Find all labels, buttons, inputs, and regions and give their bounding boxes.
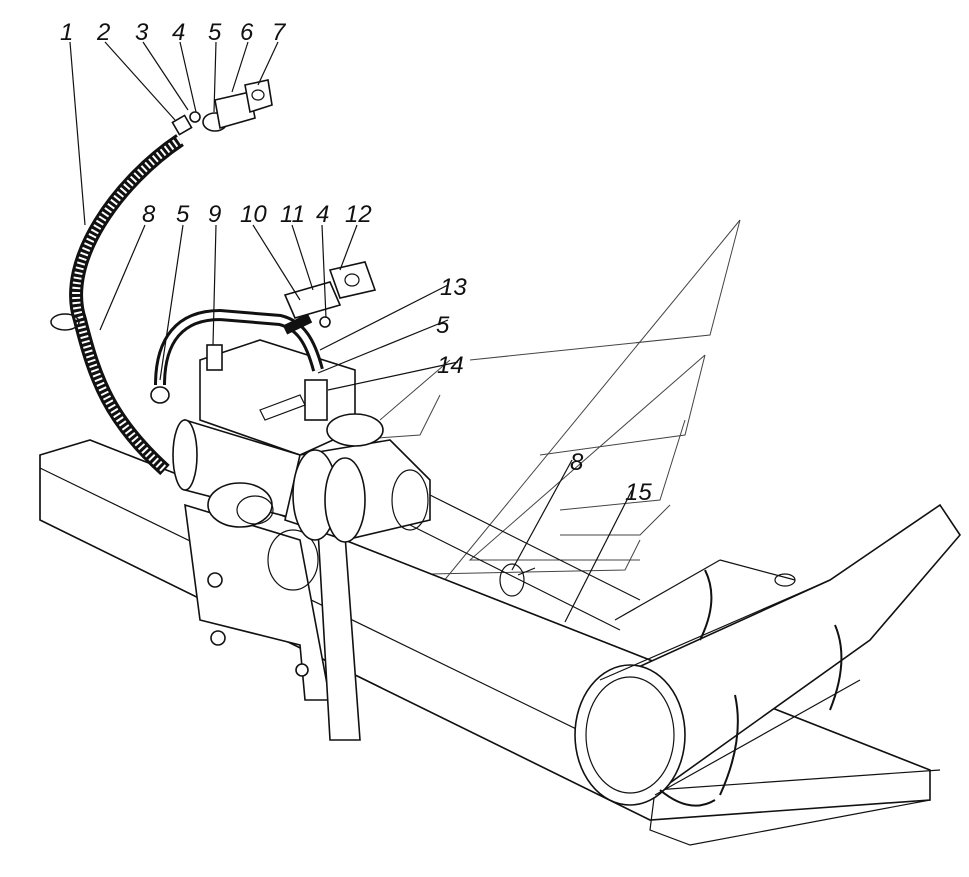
callout-1: 1 <box>60 19 73 46</box>
callout-7: 7 <box>272 19 287 46</box>
muffler <box>574 503 962 807</box>
callout-8: 8 <box>570 449 584 476</box>
mounting-bracket <box>184 503 361 741</box>
callout-5: 5 <box>208 19 222 46</box>
callout-6: 6 <box>240 19 254 46</box>
callout-5: 5 <box>176 201 190 228</box>
callout-4: 4 <box>172 19 185 46</box>
heater-unit <box>172 339 431 543</box>
callout-15: 15 <box>625 479 652 506</box>
callout-9: 9 <box>208 201 221 228</box>
callout-4: 4 <box>316 201 329 228</box>
callout-13: 13 <box>440 274 467 301</box>
callout-2: 2 <box>96 19 110 46</box>
exhaust-pipe <box>399 489 641 631</box>
hoses <box>50 134 324 476</box>
callout-5: 5 <box>436 312 450 339</box>
callout-14: 14 <box>437 352 464 379</box>
callout-8: 8 <box>142 201 156 228</box>
callout-11: 11 <box>280 201 305 228</box>
callout-12: 12 <box>345 201 372 228</box>
callouts: 1 2 3 4 5 6 7 8 5 9 10 11 4 12 13 5 14 8… <box>60 19 652 506</box>
callout-10: 10 <box>240 201 267 228</box>
leader-lines <box>69 41 633 623</box>
inlet-parts <box>171 79 377 328</box>
watermark-logo <box>349 219 741 611</box>
callout-3: 3 <box>135 19 149 46</box>
